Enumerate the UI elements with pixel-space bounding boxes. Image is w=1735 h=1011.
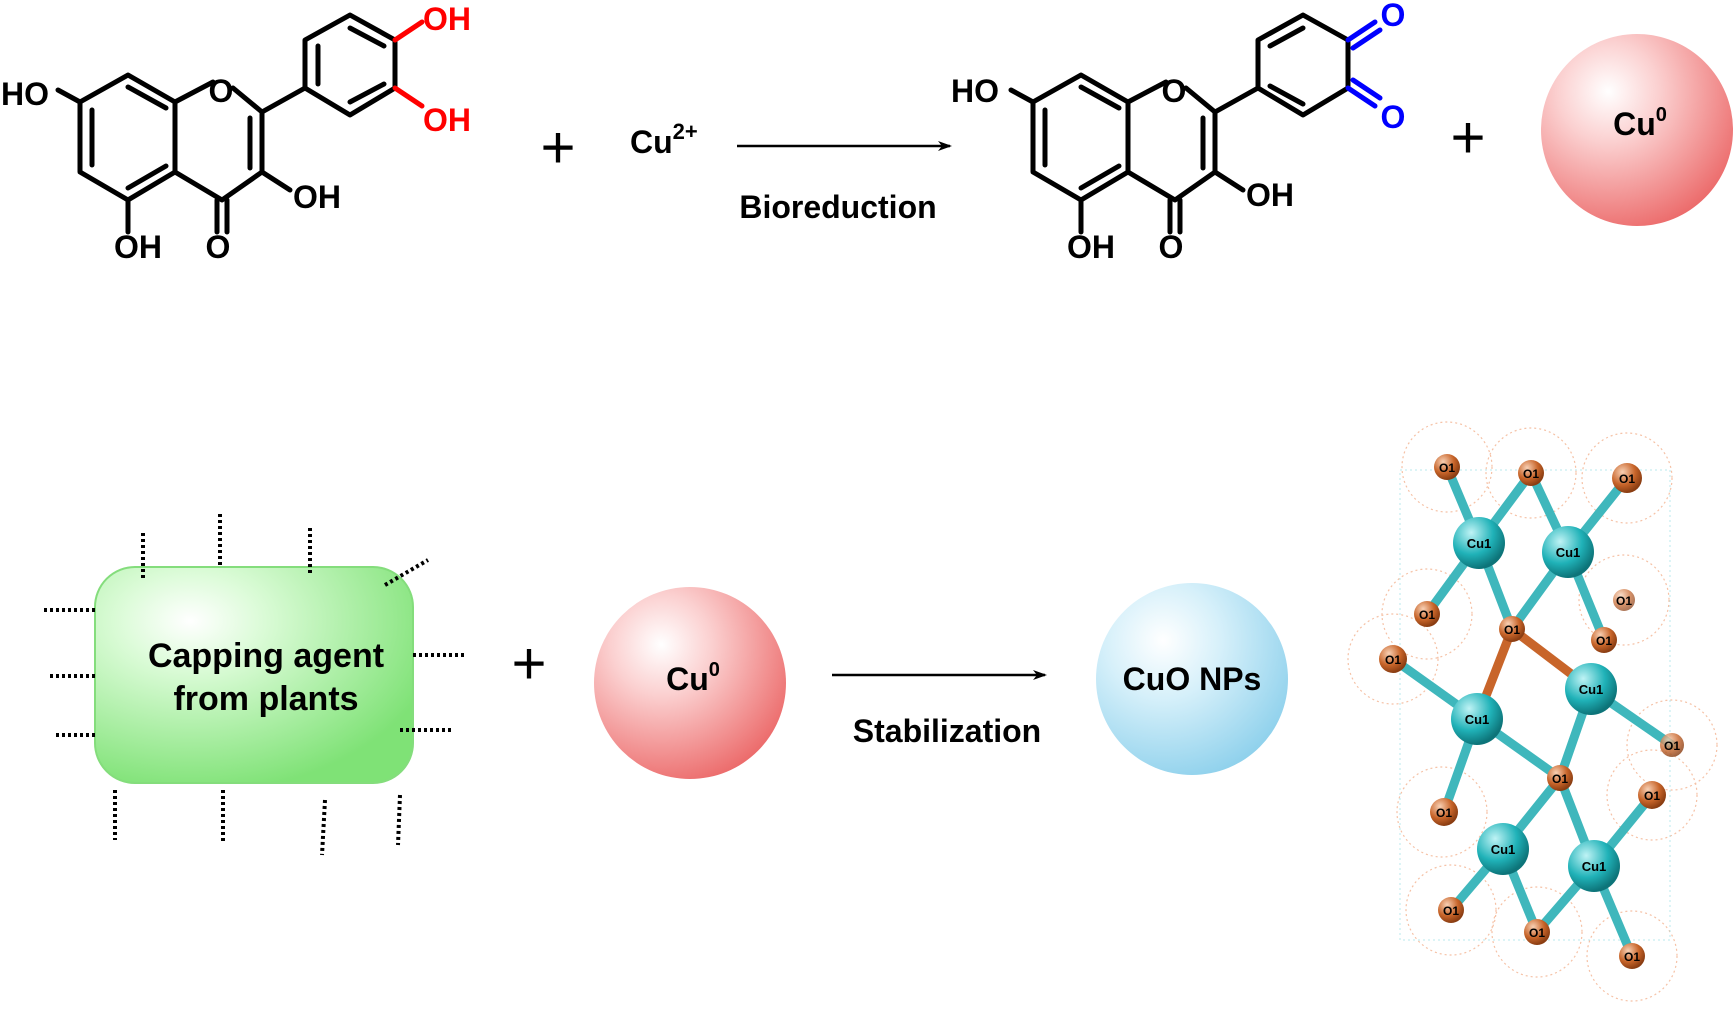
svg-text:O1: O1	[1385, 653, 1401, 667]
svg-text:O1: O1	[1552, 772, 1568, 786]
oxygen-atom: O1	[1524, 919, 1550, 945]
oxygen-atom: O1	[1612, 463, 1642, 493]
capping-agent-label-line2: from plants	[173, 680, 358, 718]
copper-atom: Cu1	[1477, 823, 1529, 875]
keto-oxygen-label: O	[206, 229, 231, 265]
plus-sign-3: +	[511, 630, 546, 697]
oxygen-atom: O1	[1379, 645, 1407, 673]
svg-text:O1: O1	[1664, 739, 1680, 753]
stabilization-label: Stabilization	[853, 713, 1041, 749]
product-keto-oxygen-label: O	[1159, 229, 1184, 265]
svg-text:O1: O1	[1624, 950, 1640, 964]
svg-text:O1: O1	[1523, 467, 1539, 481]
svg-text:O1: O1	[1616, 594, 1632, 608]
oh-3-label: OH	[293, 179, 341, 215]
ring-oxygen-label: O	[209, 73, 234, 109]
quinone-product-molecule	[1008, 12, 1383, 235]
cu0-sphere-top	[1541, 34, 1733, 226]
svg-text:O1: O1	[1644, 789, 1660, 803]
cuo-nanoparticle-sphere	[1096, 583, 1288, 775]
cu0-sphere-bottom	[594, 587, 786, 779]
copper-atom: Cu1	[1451, 693, 1503, 745]
svg-text:O1: O1	[1504, 623, 1520, 637]
oxygen-atom: O1	[1434, 454, 1460, 480]
svg-text:Cu1: Cu1	[1491, 842, 1516, 857]
svg-text:O1: O1	[1529, 926, 1545, 940]
quinone-oxygen-1: O	[1381, 0, 1406, 33]
product-oh-5-label: OH	[1067, 229, 1115, 265]
cu2-ion-label: Cu2+	[630, 119, 698, 160]
oxygen-atom: O1	[1547, 765, 1573, 791]
svg-text:Cu1: Cu1	[1556, 545, 1581, 560]
oxygen-atom: O1	[1591, 627, 1617, 653]
cuo-crystal-lattice: O1 O1 O1 Cu1 Cu1 O1 O1 O1 O1 O1 Cu1 Cu1 …	[1347, 421, 1718, 1002]
svg-text:Cu1: Cu1	[1465, 712, 1490, 727]
oxygen-atom: O1	[1499, 616, 1525, 642]
cuo-nps-label: CuO NPs	[1123, 661, 1262, 697]
oxygen-atom: O1	[1438, 897, 1464, 923]
oxygen-atom: O1	[1660, 733, 1684, 757]
oxygen-atom: O1	[1638, 781, 1666, 809]
svg-text:Cu1: Cu1	[1582, 859, 1607, 874]
oxygen-atom: O1	[1430, 798, 1458, 826]
copper-atom: Cu1	[1565, 663, 1617, 715]
svg-text:O1: O1	[1436, 806, 1452, 820]
svg-text:O1: O1	[1443, 904, 1459, 918]
capping-agent-block	[42, 512, 465, 856]
product-ring-oxygen-label: O	[1162, 73, 1187, 109]
plus-sign-2: +	[1450, 104, 1485, 171]
svg-text:O1: O1	[1596, 634, 1612, 648]
oxygen-atom: O1	[1518, 460, 1544, 486]
cu0-bottom-label: Cu0	[666, 659, 720, 697]
svg-text:Cu1: Cu1	[1579, 682, 1604, 697]
oxygen-atom: O1	[1414, 601, 1440, 627]
svg-text:O1: O1	[1619, 472, 1635, 486]
capping-agent-label-line1: Capping agent	[148, 637, 384, 675]
svg-text:Cu1: Cu1	[1467, 536, 1492, 551]
oxygen-atom: O1	[1613, 589, 1635, 611]
svg-text:O1: O1	[1439, 461, 1455, 475]
quercetin-molecule	[55, 12, 425, 235]
oh-5-label: OH	[114, 229, 162, 265]
oh-red-top: OH	[423, 1, 471, 37]
cu0-top-label: Cu0	[1613, 104, 1667, 142]
copper-atom: Cu1	[1542, 526, 1594, 578]
product-oh-3-label: OH	[1246, 177, 1294, 213]
bioreduction-label: Bioreduction	[739, 189, 936, 225]
plus-sign-1: +	[540, 114, 575, 181]
copper-atom: Cu1	[1568, 840, 1620, 892]
copper-atom: Cu1	[1453, 517, 1505, 569]
ho-left-label: HO	[1, 76, 49, 112]
product-ho-left-label: HO	[951, 73, 999, 109]
oxygen-atom: O1	[1619, 943, 1645, 969]
svg-text:O1: O1	[1419, 608, 1435, 622]
oh-red-mid: OH	[423, 102, 471, 138]
quinone-oxygen-2: O	[1381, 99, 1406, 135]
